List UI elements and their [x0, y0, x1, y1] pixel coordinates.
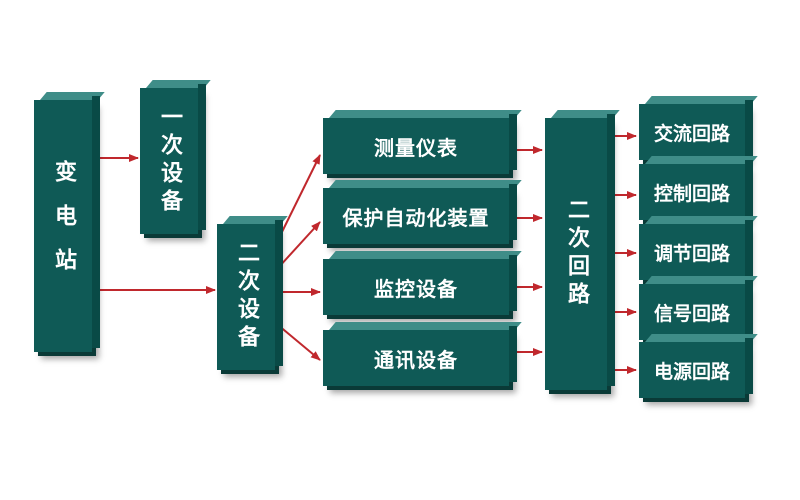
node-ac-circuit: 交流回路 [639, 100, 753, 160]
node-protection-automation: 保护自动化装置 [323, 184, 517, 244]
node-secondary-circuit: 二次回路 [545, 114, 615, 390]
node-signal-circuit: 信号回路 [639, 280, 753, 340]
node-secondary-equipment: 二次设备 [217, 220, 283, 370]
node-secondary-equipment-label: 二次设备 [234, 241, 259, 353]
node-measurement-instruments: 测量仪表 [323, 114, 517, 174]
node-control-circuit: 控制回路 [639, 160, 753, 220]
node-substation: 变电站 [34, 96, 100, 352]
node-monitoring-equipment-label: 监控设备 [374, 276, 458, 301]
node-power-circuit: 电源回路 [639, 338, 753, 398]
node-protection-automation-label: 保护自动化装置 [342, 205, 490, 230]
node-ac-circuit-label: 交流回路 [653, 122, 730, 145]
node-communication-equipment: 通讯设备 [323, 326, 517, 386]
node-substation-label: 变电站 [51, 160, 76, 292]
node-power-circuit-label: 电源回路 [653, 360, 730, 383]
arrow-secondary-to-protection [277, 221, 321, 269]
node-regulation-circuit-label: 调节回路 [653, 242, 730, 265]
node-regulation-circuit: 调节回路 [639, 220, 753, 280]
arrow-secondary-to-measurement [277, 154, 321, 241]
node-monitoring-equipment: 监控设备 [323, 255, 517, 315]
node-secondary-circuit-label: 二次回路 [564, 198, 589, 310]
node-control-circuit-label: 控制回路 [653, 182, 730, 205]
node-primary-equipment: 一次设备 [140, 84, 206, 234]
node-signal-circuit-label: 信号回路 [653, 302, 730, 325]
node-primary-equipment-label: 一次设备 [157, 105, 182, 217]
arrow-secondary-to-communication [277, 324, 321, 361]
node-communication-equipment-label: 通讯设备 [374, 347, 458, 372]
node-measurement-instruments-label: 测量仪表 [374, 135, 458, 160]
